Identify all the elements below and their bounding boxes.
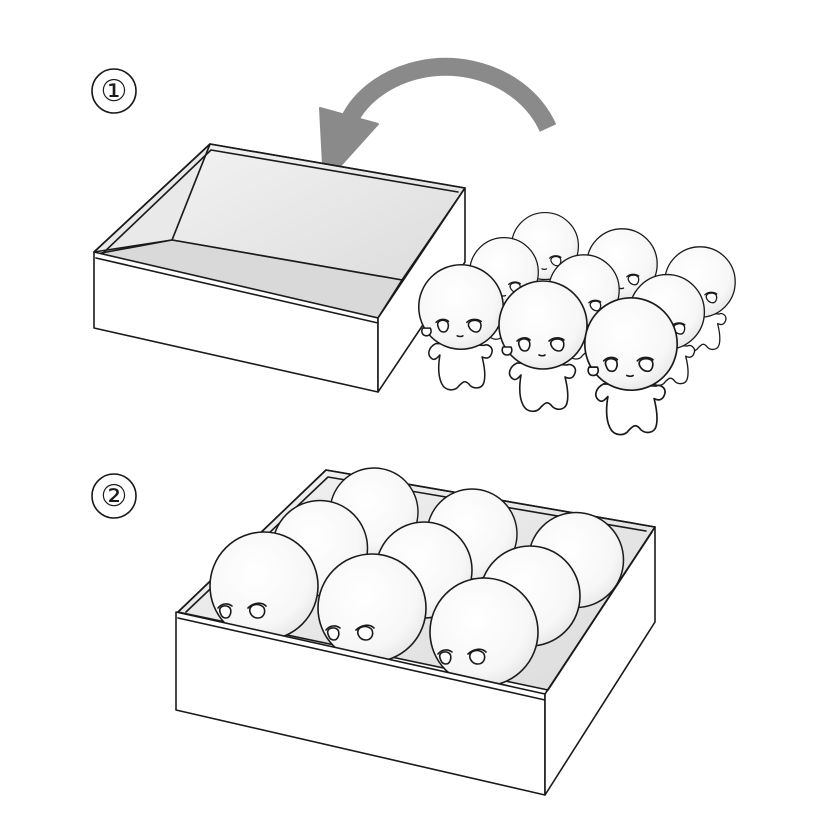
curved-arrow-icon [319,57,557,185]
step-2-badge [91,473,137,519]
plush-doll-icon [583,296,679,436]
plush-doll-group [417,211,736,436]
filled-box-icon [175,467,656,796]
open-box-icon [93,143,466,393]
step-1-number: ① [101,74,128,109]
plush-head-icon [317,553,427,663]
plush-doll-icon [498,280,588,413]
plush-doll-icon [417,263,505,391]
step-1-badge [91,68,137,114]
plush-head-icon [429,577,539,687]
step-2-number: ② [101,479,128,514]
step-2: ② [91,467,656,796]
step-1: ① [91,57,736,436]
